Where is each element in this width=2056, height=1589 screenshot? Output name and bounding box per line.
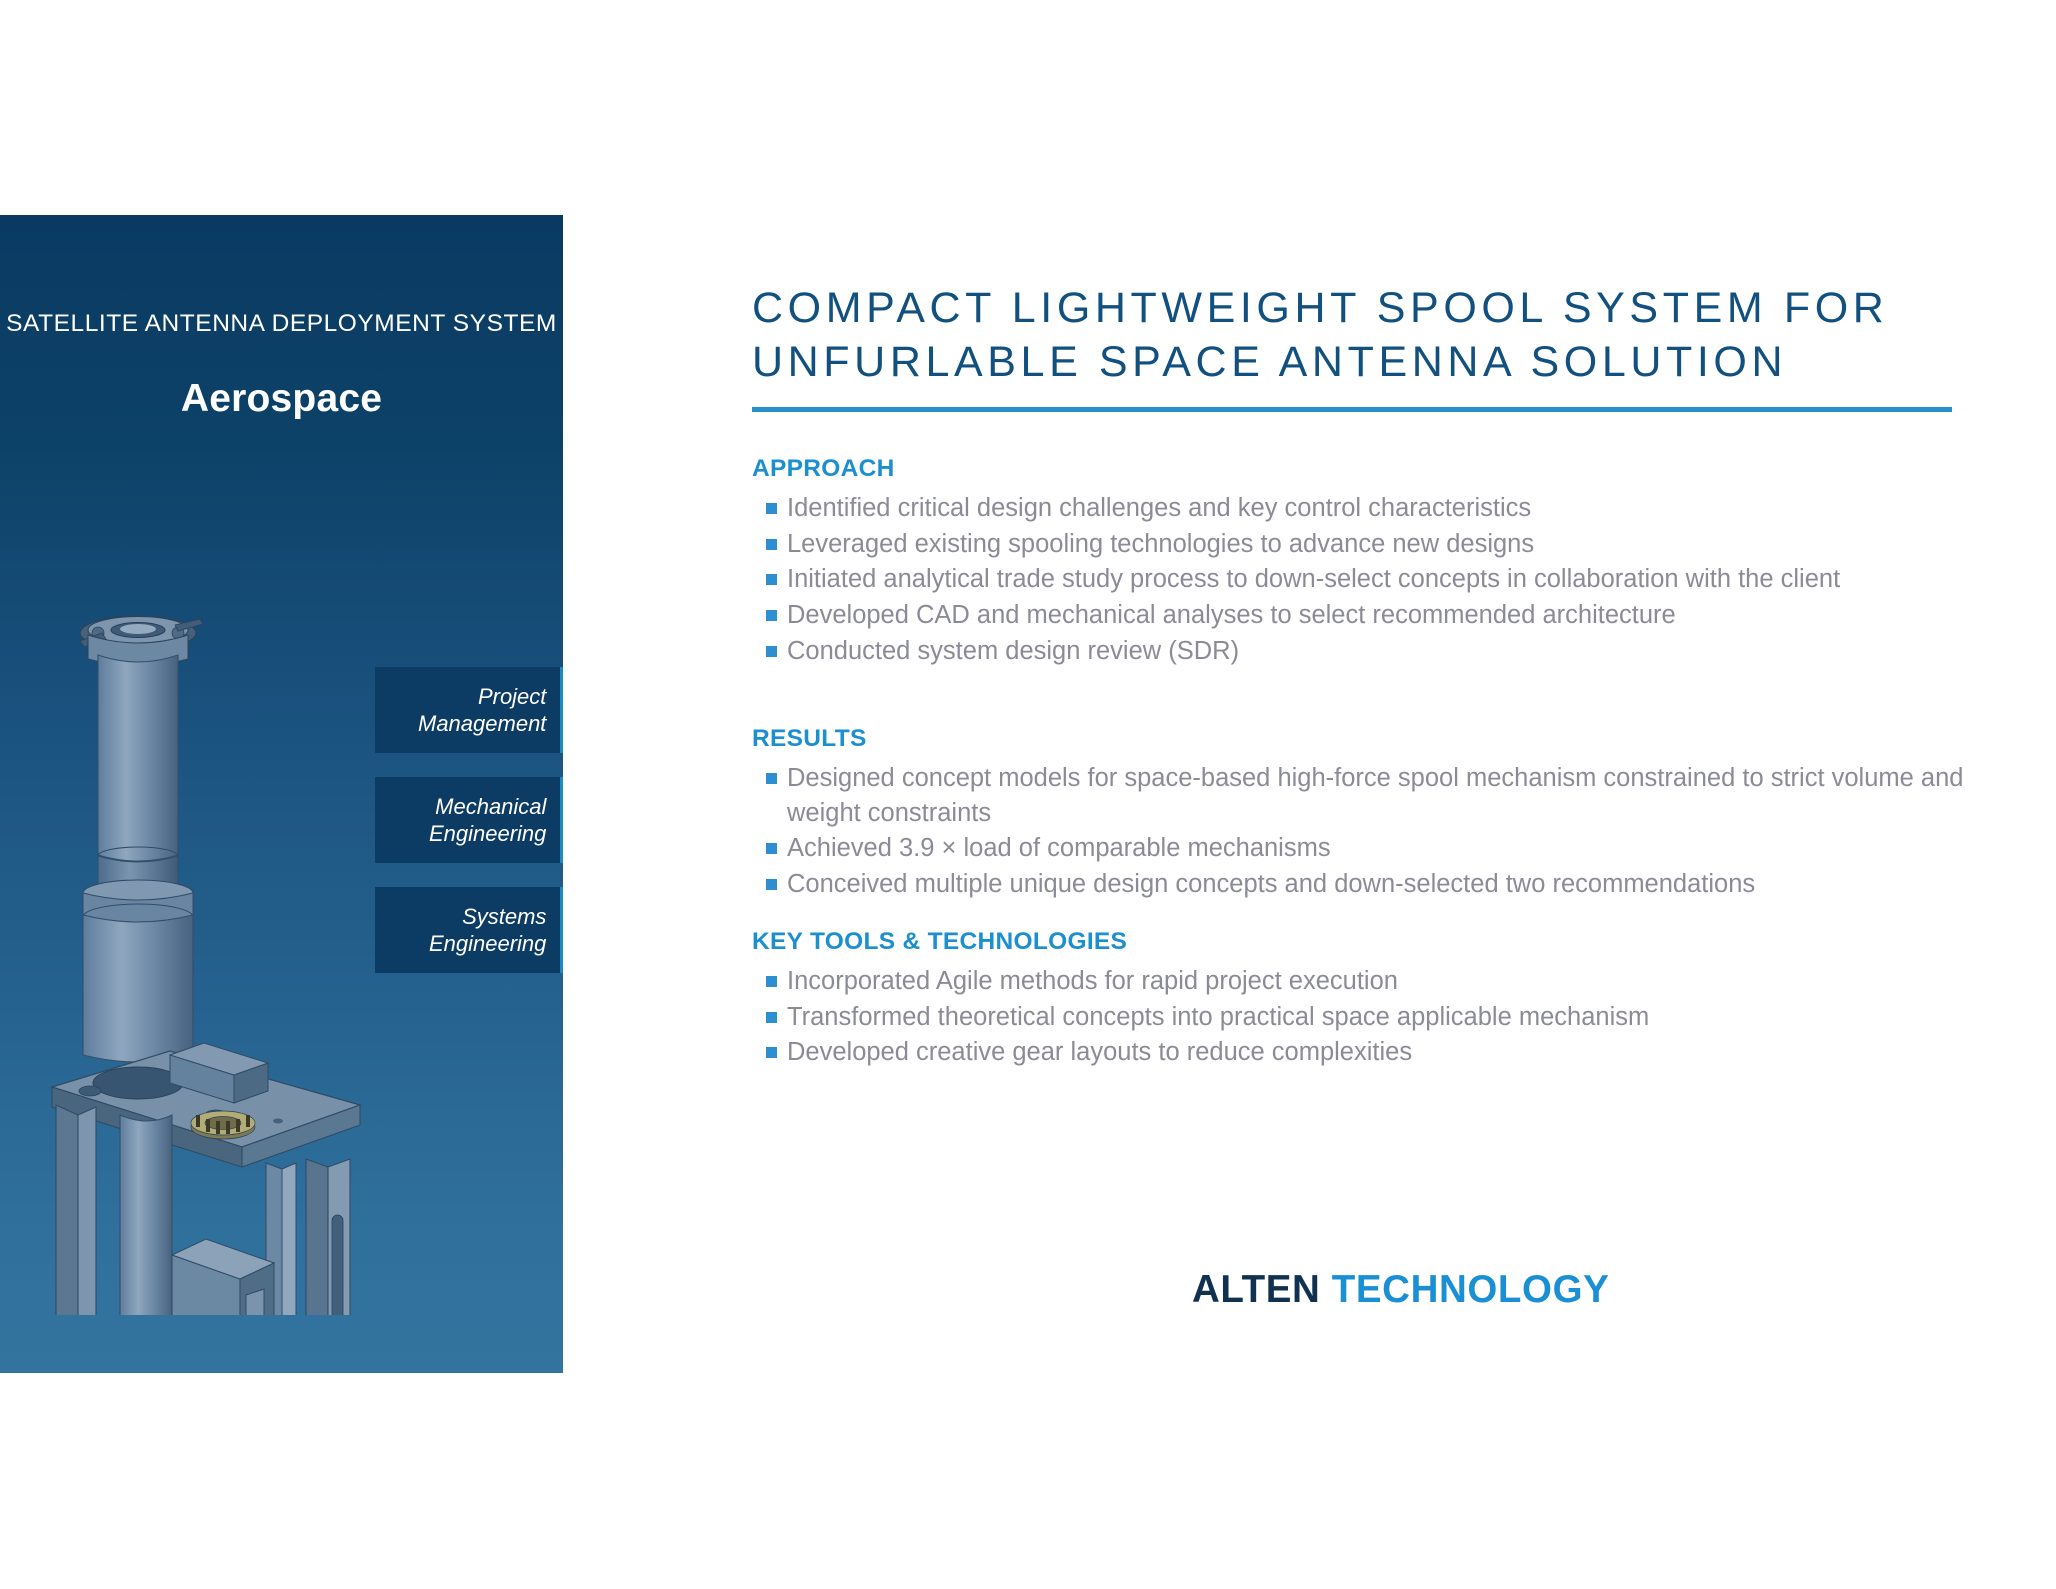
list-item: Incorporated Agile methods for rapid pro… <box>752 964 1967 999</box>
list-item: Conceived multiple unique design concept… <box>752 867 1967 902</box>
section-heading-results: RESULTS <box>752 725 867 752</box>
section-key-tools-technologies: KEY TOOLS & TECHNOLOGIES Incorporated Ag… <box>752 928 1967 1071</box>
page-title-line2: UNFURLABLE SPACE ANTENNA SOLUTION <box>752 337 1788 386</box>
list-item: Initiated analytical trade study process… <box>752 562 1967 597</box>
badge-label: Systems Engineering <box>375 887 561 973</box>
list-item: Identified critical design challenges an… <box>752 491 1967 526</box>
gears-icon <box>560 777 563 863</box>
badge-label-line1: Systems <box>462 903 547 929</box>
logo-primary-text: ALTEN <box>1192 1268 1321 1311</box>
sidebar-kicker: SATELLITE ANTENNA DEPLOYMENT SYSTEM <box>6 310 557 337</box>
title-divider-rule <box>752 407 1952 412</box>
sidebar-panel: SATELLITE ANTENNA DEPLOYMENT SYSTEM Aero… <box>0 215 563 1373</box>
section-results: RESULTS Designed concept models for spac… <box>752 725 1967 903</box>
page-title: COMPACT LIGHTWEIGHT SPOOL SYSTEM FOR UNF… <box>752 282 1962 390</box>
badge-label-line2: Management <box>418 711 547 736</box>
badge-label-line2: Engineering <box>428 931 547 956</box>
section-heading-key-tools: KEY TOOLS & TECHNOLOGIES <box>752 928 1128 955</box>
list-item: Conducted system design review (SDR) <box>752 634 1967 669</box>
list-item: Designed concept models for space-based … <box>752 761 1967 830</box>
badge-label: Project Management <box>375 667 561 753</box>
badge-label-line1: Mechanical <box>435 793 547 819</box>
list-item: Transformed theoretical concepts into pr… <box>752 1000 1967 1035</box>
page-title-line1: COMPACT LIGHTWEIGHT SPOOL SYSTEM FOR <box>752 284 1889 332</box>
badge-label: Mechanical Engineering <box>375 777 561 863</box>
satellite-antenna-spool-mechanism-cad-render <box>20 415 410 1315</box>
list-item: Achieved 3.9 × load of comparable mechan… <box>752 831 1967 866</box>
section-heading-approach: APPROACH <box>752 455 895 482</box>
badge-label-line2: Engineering <box>428 821 547 846</box>
capability-badge-systems-engineering: Systems Engineering <box>375 887 563 973</box>
results-bullet-list: Designed concept models for space-based … <box>752 761 1967 902</box>
capability-badge-list: Project Management <box>375 667 563 997</box>
badge-label-line1: Project <box>477 683 547 709</box>
calendar-check-icon <box>560 667 563 753</box>
logo-secondary-text: TECHNOLOGY <box>1331 1268 1610 1311</box>
main-content: COMPACT LIGHTWEIGHT SPOOL SYSTEM FOR UNF… <box>752 0 1963 1589</box>
list-item: Developed creative gear layouts to reduc… <box>752 1035 1967 1070</box>
capability-badge-project-management: Project Management <box>375 667 563 753</box>
section-approach: APPROACH Identified critical design chal… <box>752 455 1967 669</box>
approach-bullet-list: Identified critical design challenges an… <box>752 491 1967 668</box>
sidebar-industry-title: Aerospace <box>180 377 383 420</box>
list-item: Leveraged existing spooling technologies… <box>752 527 1967 562</box>
key-tools-bullet-list: Incorporated Agile methods for rapid pro… <box>752 964 1967 1070</box>
certificate-document-icon <box>560 887 563 973</box>
capability-badge-mechanical-engineering: Mechanical Engineering <box>375 777 563 863</box>
list-item: Developed CAD and mechanical analyses to… <box>752 598 1967 633</box>
alten-technology-logo: ALTEN TECHNOLOGY <box>1192 1268 1609 1312</box>
